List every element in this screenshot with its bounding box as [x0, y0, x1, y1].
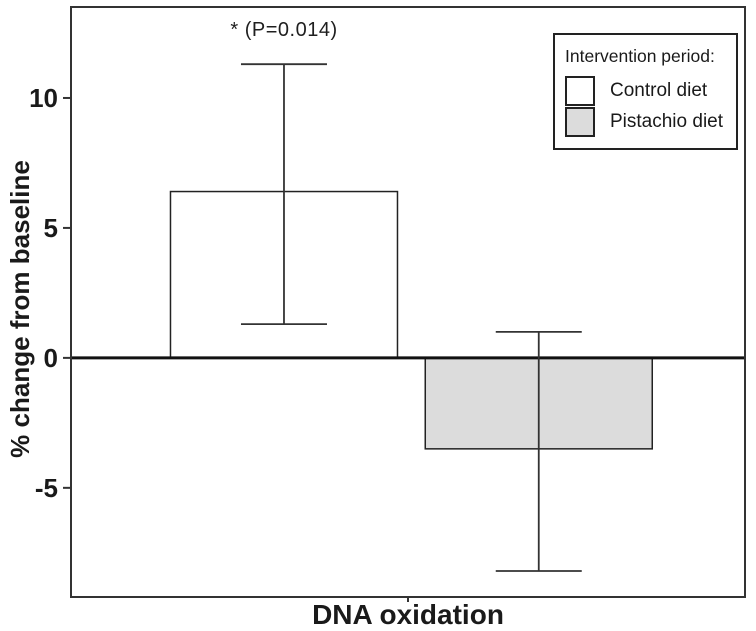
y-axis-label: % change from baseline	[5, 160, 35, 458]
y-tick-label: -5	[34, 472, 58, 503]
y-tick-label: 10	[29, 82, 58, 113]
legend-label-pistachio-diet: Pistachio diet	[610, 110, 724, 132]
legend-label-control-diet: Control diet	[610, 79, 708, 101]
significance-annotation: * (P=0.014)	[230, 19, 338, 41]
y-tick-label: 5	[43, 212, 58, 243]
plot-border	[70, 6, 746, 598]
x-axis-label: DNA oxidation	[312, 599, 504, 630]
control-diet-swatch-icon	[565, 75, 595, 106]
legend-item-control-diet: Control diet	[565, 75, 736, 106]
legend: Intervention period: Control diet Pistac…	[553, 33, 738, 150]
legend-title: Intervention period:	[565, 46, 715, 66]
pistachio-diet-swatch-icon	[565, 106, 595, 137]
y-tick-label: 0	[43, 342, 58, 373]
legend-item-pistachio-diet: Pistachio diet	[565, 106, 736, 137]
